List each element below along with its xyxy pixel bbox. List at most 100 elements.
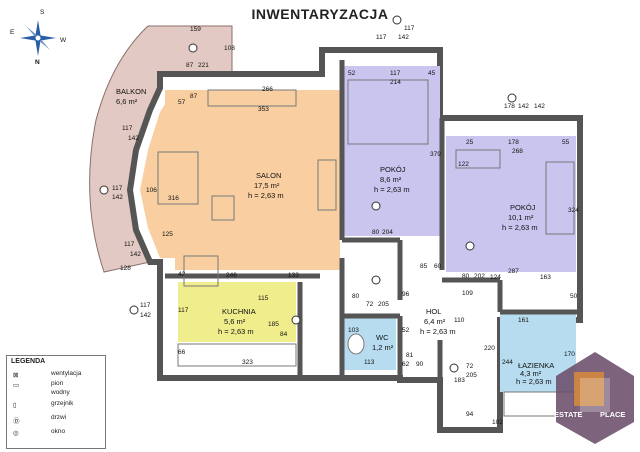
bed-2	[545, 161, 575, 235]
dim-159: 159	[190, 26, 201, 33]
dim-133: 133	[288, 272, 299, 279]
logo-text-left: ESTATE	[554, 410, 582, 419]
window-icon: ◎	[13, 430, 19, 437]
salon-height: h = 2,63 m	[248, 191, 284, 200]
dim-72b: 72	[466, 363, 474, 370]
dim-379: 379	[430, 151, 441, 158]
dim-202: 202	[474, 273, 485, 280]
dim-221: 221	[198, 62, 209, 69]
dim-66: 66	[178, 349, 186, 356]
dim-142c: 142	[128, 135, 139, 142]
kuchnia-area-label: 5,6 m²	[224, 317, 246, 326]
dim-80c: 80	[352, 293, 360, 300]
dim-266: 266	[262, 86, 273, 93]
dim-214: 214	[390, 79, 401, 86]
dim-90: 90	[416, 361, 424, 368]
dim-125: 125	[162, 231, 173, 238]
dim-204: 204	[382, 229, 393, 236]
dim-106: 106	[146, 187, 157, 194]
dim-268: 268	[512, 148, 523, 155]
dim-60: 60	[434, 263, 442, 270]
dim-324: 324	[568, 207, 579, 214]
wc-name: WC	[376, 333, 389, 342]
dim-50: 50	[570, 293, 578, 300]
dim-109: 109	[462, 290, 473, 297]
dim-117f: 117	[140, 302, 151, 309]
balkon-name: BALKON	[116, 87, 146, 96]
dim-142d: 142	[112, 194, 123, 201]
marker-symbols	[99, 15, 517, 373]
dim-205a: 205	[378, 301, 389, 308]
estate-place-logo: ESTATE PLACE	[554, 352, 634, 444]
dim-45: 45	[428, 70, 436, 77]
dim-142e: 142	[130, 251, 141, 258]
kuchnia-height: h = 2,63 m	[218, 327, 254, 336]
wardrobe	[207, 89, 297, 107]
kitchen-counter	[177, 343, 297, 367]
dim-117a: 117	[376, 34, 387, 41]
pokoj1-area-label: 8,6 m²	[380, 175, 402, 184]
compass-s: S	[40, 9, 45, 16]
desk	[455, 149, 501, 169]
dim-220: 220	[484, 345, 495, 352]
pokoj2-height: h = 2,63 m	[502, 223, 538, 232]
dim-246: 246	[226, 272, 237, 279]
dim-87b: 87	[190, 93, 198, 100]
compass-n: N	[35, 59, 40, 66]
dim-52: 52	[348, 70, 356, 77]
lazienka-area-label: 4,3 m²	[520, 369, 542, 378]
compass-w: W	[60, 37, 67, 44]
wc-area-label: 1,2 m²	[372, 343, 394, 352]
salon-area-label: 17,5 m²	[254, 181, 280, 190]
salon-name: SALON	[256, 171, 281, 180]
dim-117c: 117	[122, 125, 133, 132]
legend: LEGENDA ⊠ wentylacja ▭ pion wodny ▯ grze…	[6, 355, 106, 449]
interior-walls	[165, 60, 578, 430]
dim-84: 84	[280, 331, 288, 338]
riser-icon: ▭	[13, 382, 20, 389]
plan-title: INWENTARYZACJA	[251, 6, 389, 22]
dining-table	[183, 255, 219, 287]
pokoj2-name: POKÓJ	[510, 203, 536, 212]
dim-62: 62	[402, 361, 410, 368]
salon-area	[140, 90, 340, 270]
dim-124: 124	[490, 274, 501, 281]
dim-96: 96	[402, 291, 410, 298]
logo-text-right: PLACE	[600, 410, 625, 419]
dim-85: 85	[420, 263, 428, 270]
dim-142g: 142	[534, 103, 545, 110]
compass-rose-icon	[20, 20, 56, 56]
radiator-icon: ▯	[13, 402, 17, 409]
dim-117g: 117	[178, 307, 189, 314]
lazienka-name: ŁAZIENKA	[518, 361, 554, 370]
dim-94: 94	[466, 411, 474, 418]
ventilation-icon: ⊠	[13, 372, 19, 379]
legend-title: LEGENDA	[11, 358, 46, 365]
dim-87a: 87	[186, 62, 194, 69]
dim-178b: 178	[508, 139, 519, 146]
dim-57: 57	[178, 99, 186, 106]
pokoj2-area-label: 10,1 m²	[508, 213, 534, 222]
dim-52b: 52	[402, 327, 410, 334]
dim-287: 287	[508, 268, 519, 275]
dim-142a: 142	[398, 34, 409, 41]
dim-323: 323	[242, 359, 253, 366]
coffee-table	[211, 195, 235, 221]
dim-80b: 80	[462, 273, 470, 280]
pokoj-1-area	[344, 66, 440, 236]
tv-unit	[317, 159, 337, 211]
dim-80a: 80	[372, 229, 380, 236]
dim-55: 55	[562, 139, 570, 146]
dim-316: 316	[168, 195, 179, 202]
door-icon: Ⓓ	[13, 418, 20, 425]
dim-205b: 205	[466, 372, 477, 379]
hol-height: h = 2,63 m	[420, 327, 456, 336]
dim-103: 103	[348, 327, 359, 334]
dim-142f: 142	[140, 312, 151, 319]
dim-142b: 142	[518, 103, 529, 110]
dim-42: 42	[178, 271, 186, 278]
dim-163: 163	[540, 274, 551, 281]
kuchnia-area	[178, 282, 296, 342]
pokoj1-name: POKÓJ	[380, 165, 406, 174]
